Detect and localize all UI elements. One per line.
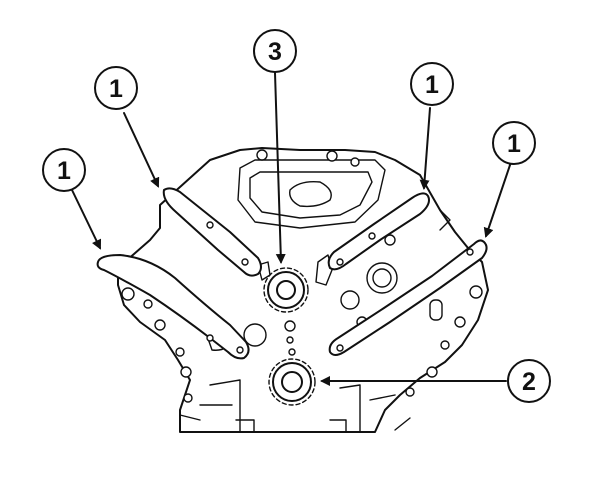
callout-1-right-inner: 1: [410, 62, 454, 106]
chain-guide-right-inner: [327, 192, 430, 271]
callout-1-right-outer: 1: [492, 121, 536, 165]
callout-number: 1: [109, 75, 123, 103]
callout-1-left-outer: 1: [42, 148, 86, 192]
callout-1-left-inner: 1: [94, 66, 138, 110]
callout-number: 1: [57, 157, 71, 185]
callout-number: 3: [268, 38, 282, 66]
callout-2-crankshaft-sprocket: 2: [507, 359, 551, 403]
chain-guide-right-outer: [328, 239, 488, 356]
crankshaft-sprocket: [268, 358, 316, 406]
chain-guide-left-inner: [162, 187, 262, 277]
idler-sprocket: [263, 267, 309, 313]
callout-number: 1: [507, 130, 521, 158]
callout-leaders: [71, 72, 511, 386]
callout-number: 2: [522, 368, 536, 396]
chain-guide-left-outer: [96, 254, 250, 360]
engine-block: [117, 147, 489, 433]
callout-number: 1: [425, 71, 439, 99]
callout-3-idler-sprocket: 3: [253, 29, 297, 73]
